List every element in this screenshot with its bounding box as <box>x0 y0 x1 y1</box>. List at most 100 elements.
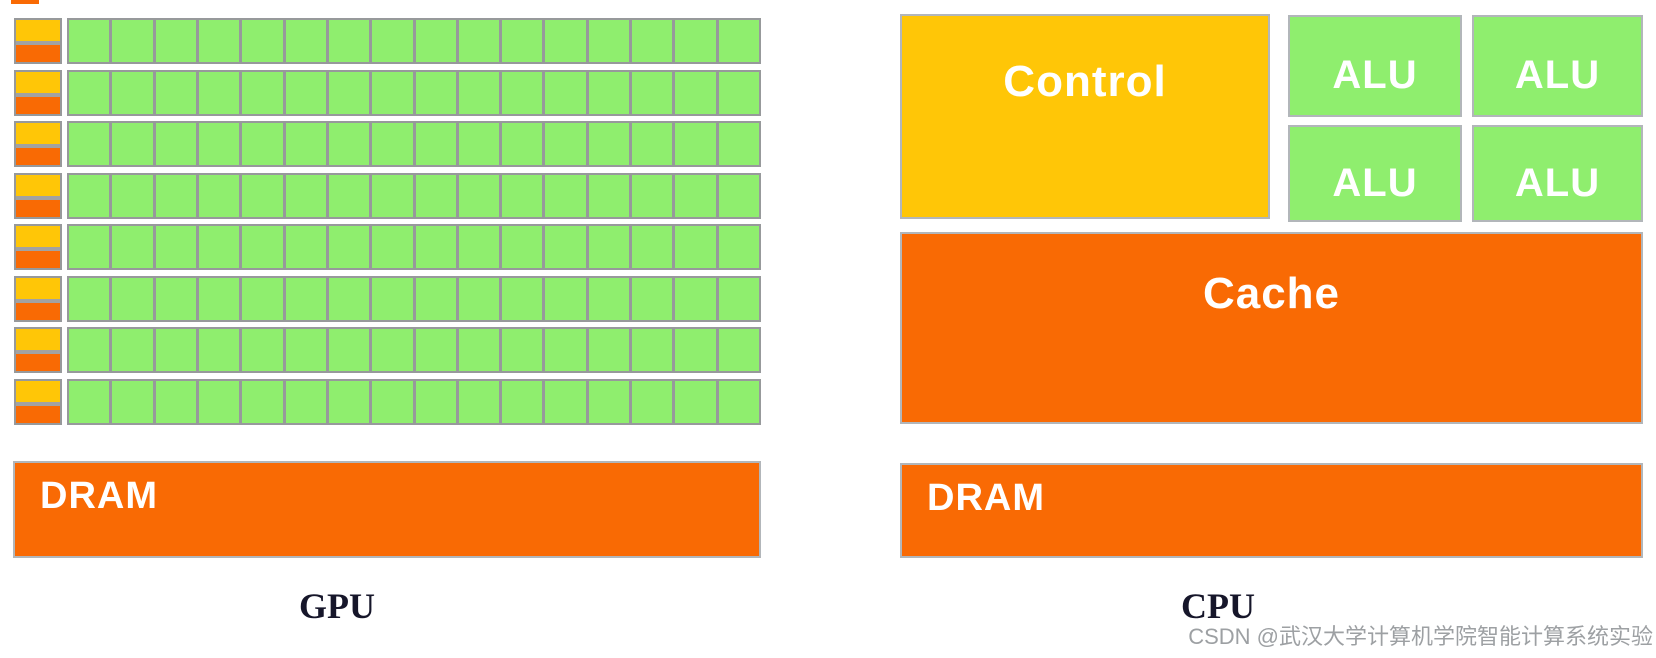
gpu-row-control-orange <box>16 199 60 217</box>
cpu-caption: CPU <box>1181 586 1255 626</box>
gpu-core-cell <box>455 20 500 62</box>
gpu-core-cell <box>152 71 196 114</box>
gpu-core-cell <box>325 20 370 62</box>
gpu-core-cell <box>412 380 456 423</box>
gpu-core-cell <box>412 20 456 62</box>
gpu-core-cell <box>499 71 543 114</box>
gpu-core-cell <box>455 174 500 217</box>
gpu-core-cell <box>629 123 673 166</box>
gpu-row-control-divider <box>16 92 60 97</box>
gpu-core-cell <box>369 123 413 166</box>
gpu-core-cell <box>282 71 326 114</box>
gpu-core-cell <box>715 20 759 62</box>
gpu-row <box>14 327 761 374</box>
gpu-core-cell <box>69 71 110 114</box>
gpu-core-cell <box>412 226 456 269</box>
gpu-core-cell <box>715 174 759 217</box>
gpu-core-cell <box>542 20 586 62</box>
gpu-core-cell <box>109 123 153 166</box>
gpu-core-cell <box>629 71 673 114</box>
gpu-core-cell <box>152 277 196 320</box>
gpu-core-cell <box>239 123 283 166</box>
gpu-core-cell <box>369 329 413 372</box>
gpu-core-cell <box>152 20 196 62</box>
gpu-core-cell <box>412 277 456 320</box>
gpu-core-cell <box>109 20 153 62</box>
gpu-core-cell <box>239 71 283 114</box>
gpu-core-cell <box>109 71 153 114</box>
gpu-core-cell <box>672 174 716 217</box>
gpu-core-cell <box>672 20 716 62</box>
gpu-core-cell <box>672 71 716 114</box>
gpu-row-control-orange <box>16 96 60 114</box>
gpu-core-cell <box>325 71 370 114</box>
gpu-core-cell <box>239 380 283 423</box>
gpu-core-cell <box>585 380 630 423</box>
cpu-dram-label: DRAM <box>927 477 1045 519</box>
gpu-row-cells <box>67 224 761 271</box>
gpu-core-cell <box>282 277 326 320</box>
gpu-row-control-yellow <box>16 71 60 93</box>
gpu-core-cell <box>542 380 586 423</box>
gpu-core-cell <box>195 329 240 372</box>
gpu-core-cell <box>542 71 586 114</box>
gpu-core-cell <box>629 277 673 320</box>
gpu-core-cell <box>499 226 543 269</box>
gpu-core-cell <box>369 174 413 217</box>
gpu-core-cell <box>672 329 716 372</box>
gpu-core-cell <box>715 226 759 269</box>
cpu-dram-bar: DRAM <box>900 463 1643 558</box>
cpu-alu-label: ALU <box>1514 53 1601 97</box>
gpu-row-control-divider <box>16 195 60 200</box>
gpu-core-cell <box>542 123 586 166</box>
gpu-core-cell <box>69 20 110 62</box>
cpu-control-box: Control <box>900 14 1270 219</box>
gpu-core-cell <box>499 277 543 320</box>
gpu-core-cell <box>239 277 283 320</box>
gpu-row-control-yellow <box>16 329 60 351</box>
gpu-row-control-block <box>14 69 62 116</box>
gpu-core-cell <box>195 380 240 423</box>
gpu-core-cell <box>69 226 110 269</box>
gpu-core-cell <box>715 123 759 166</box>
gpu-core-grid <box>14 18 761 425</box>
gpu-core-cell <box>455 71 500 114</box>
gpu-row-control-divider <box>16 41 60 45</box>
gpu-core-cell <box>152 329 196 372</box>
gpu-core-cell <box>282 380 326 423</box>
gpu-row-control-orange <box>16 302 60 320</box>
gpu-core-cell <box>499 174 543 217</box>
cpu-alu-box-4: ALU <box>1472 125 1643 222</box>
gpu-row <box>14 275 761 322</box>
gpu-row <box>14 18 761 64</box>
gpu-core-cell <box>152 123 196 166</box>
gpu-core-cell <box>69 174 110 217</box>
gpu-core-cell <box>672 123 716 166</box>
gpu-row-control-block <box>14 378 62 425</box>
gpu-row-control-orange <box>16 251 60 269</box>
gpu-core-cell <box>195 123 240 166</box>
gpu-core-cell <box>195 174 240 217</box>
gpu-row-control-yellow <box>16 174 60 196</box>
gpu-core-cell <box>715 277 759 320</box>
cpu-alu-box-3: ALU <box>1288 125 1462 222</box>
gpu-row-control-divider <box>16 298 60 303</box>
gpu-core-cell <box>109 174 153 217</box>
gpu-core-cell <box>715 380 759 423</box>
gpu-dram-bar: DRAM <box>13 461 761 558</box>
gpu-caption: GPU <box>299 586 375 626</box>
gpu-core-cell <box>369 277 413 320</box>
cpu-alu-label: ALU <box>1332 53 1418 97</box>
gpu-core-cell <box>152 380 196 423</box>
gpu-row-control-orange <box>16 354 60 372</box>
gpu-core-cell <box>542 277 586 320</box>
gpu-core-cell <box>369 20 413 62</box>
gpu-row-cells <box>67 121 761 168</box>
gpu-core-cell <box>629 329 673 372</box>
gpu-row-control-block <box>14 275 62 322</box>
gpu-row-cells <box>67 18 761 64</box>
gpu-row <box>14 378 761 425</box>
gpu-core-cell <box>629 226 673 269</box>
gpu-core-cell <box>629 174 673 217</box>
cpu-cache-label: Cache <box>1202 269 1341 318</box>
